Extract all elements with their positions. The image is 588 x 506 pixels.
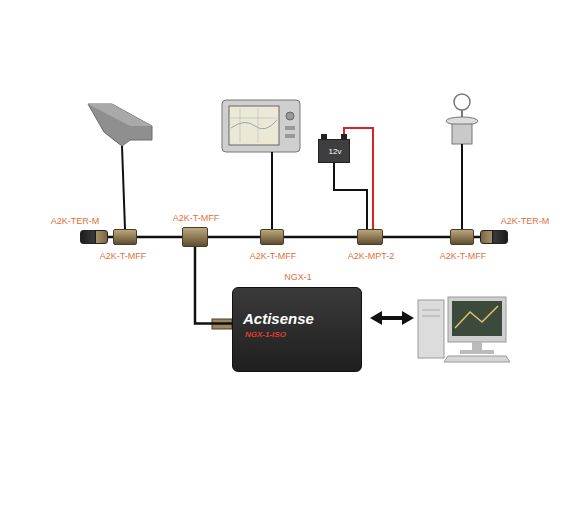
terminator: A2K-TER-M	[80, 230, 108, 244]
cable	[137, 236, 182, 239]
sensor	[446, 94, 478, 229]
cable-connector	[195, 247, 232, 324]
part-label: A2K-T-MFF	[100, 251, 147, 261]
chartplotter	[222, 100, 300, 229]
part-label: A2K-T-MFF	[440, 251, 487, 261]
part-label: A2K-TER-M	[51, 216, 100, 226]
data-arrow	[370, 311, 414, 325]
cable-connector	[208, 237, 260, 238]
cable-connector	[284, 237, 357, 238]
tee-connector: A2K-T-MFF	[182, 227, 208, 247]
terminator: A2K-TER-M	[480, 230, 508, 244]
cable	[208, 236, 260, 239]
computer	[418, 297, 510, 362]
transducer	[88, 104, 152, 229]
gateway-device: NGX-1ActisenseNGX-1-ISO	[232, 287, 362, 372]
tee-connector: A2K-T-MFF	[113, 229, 137, 245]
part-label: A2K-MPT-2	[348, 251, 395, 261]
part-label: A2K-T-MFF	[250, 251, 297, 261]
device-text: Actisense	[243, 310, 314, 327]
part-label: A2K-TER-M	[501, 216, 550, 226]
power-tee: A2K-MPT-2	[357, 229, 383, 245]
device-text: NGX-1-ISO	[245, 330, 286, 340]
tee-connector: A2K-T-MFF	[450, 229, 474, 245]
cable	[195, 247, 232, 324]
tee-connector: A2K-T-MFF	[260, 229, 284, 245]
part-label: 12v	[329, 147, 342, 157]
cable-connector	[137, 237, 182, 238]
cable	[334, 163, 367, 229]
part-label: NGX-1	[284, 272, 312, 283]
cable-connector	[383, 237, 450, 238]
battery: 12v	[318, 139, 350, 163]
part-label: A2K-T-MFF	[173, 213, 220, 223]
cable	[383, 236, 450, 239]
cable	[284, 236, 357, 239]
